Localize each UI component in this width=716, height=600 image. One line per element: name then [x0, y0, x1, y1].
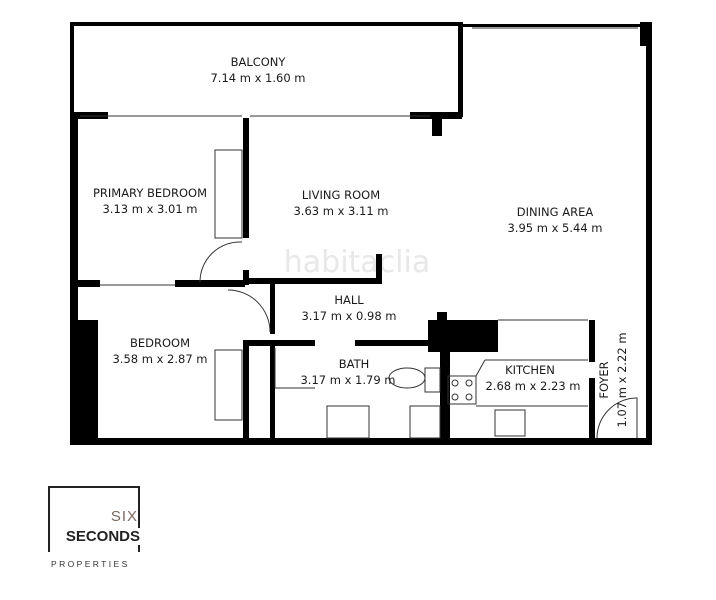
door-swing: [199, 241, 243, 283]
room-name: DINING AREA: [517, 205, 594, 219]
room-size: 3.58 m x 2.87 m: [112, 352, 207, 366]
room-name: PRIMARY BEDROOM: [93, 186, 207, 200]
room-primary-bedroom: PRIMARY BEDROOM 3.13 m x 3.01 m: [93, 186, 207, 216]
logo-seconds: SECONDS: [63, 528, 140, 545]
room-size: 3.17 m x 0.98 m: [301, 309, 396, 323]
stove: [447, 375, 477, 405]
room-name: BALCONY: [231, 55, 287, 69]
logo-frame: [48, 486, 140, 552]
room-name: BATH: [339, 357, 370, 371]
room-size: 3.13 m x 3.01 m: [102, 202, 197, 216]
room-hall: HALL 3.17 m x 0.98 m: [301, 293, 396, 323]
door-swing: [227, 289, 271, 333]
room-size: 3.17 m x 1.79 m: [300, 373, 395, 387]
room-size: 7.14 m x 1.60 m: [210, 71, 305, 85]
room-kitchen: KITCHEN 2.68 m x 2.23 m: [485, 363, 580, 393]
room-name: HALL: [334, 293, 364, 307]
door-swing: [596, 397, 638, 439]
room-foyer: FOYER 1.07 m x 2.22 m: [597, 332, 629, 427]
room-size: 3.95 m x 5.44 m: [507, 221, 602, 235]
six-seconds-logo: SIX SECONDS PROPERTIES: [48, 486, 140, 576]
room-name: FOYER: [597, 361, 611, 398]
logo-properties: PROPERTIES: [51, 559, 130, 569]
room-size: 3.63 m x 3.11 m: [293, 204, 388, 218]
room-name: LIVING ROOM: [302, 188, 380, 202]
room-size: 1.07 m x 2.22 m: [615, 332, 629, 427]
wardrobe: [214, 149, 243, 239]
room-living-room: LIVING ROOM 3.63 m x 3.11 m: [293, 188, 388, 218]
walls: [70, 22, 652, 445]
wardrobe: [214, 349, 243, 421]
logo-six: SIX: [110, 508, 138, 525]
room-size: 2.68 m x 2.23 m: [485, 379, 580, 393]
room-bedroom: BEDROOM 3.58 m x 2.87 m: [112, 336, 207, 366]
fixtures: [80, 27, 638, 439]
room-balcony: BALCONY 7.14 m x 1.60 m: [210, 55, 305, 85]
watermark: habitaclia: [284, 245, 430, 280]
room-dining-area: DINING AREA 3.95 m x 5.44 m: [507, 205, 602, 235]
room-name: KITCHEN: [505, 363, 555, 377]
room-bath: BATH 3.17 m x 1.79 m: [300, 357, 395, 387]
room-name: BEDROOM: [130, 336, 190, 350]
